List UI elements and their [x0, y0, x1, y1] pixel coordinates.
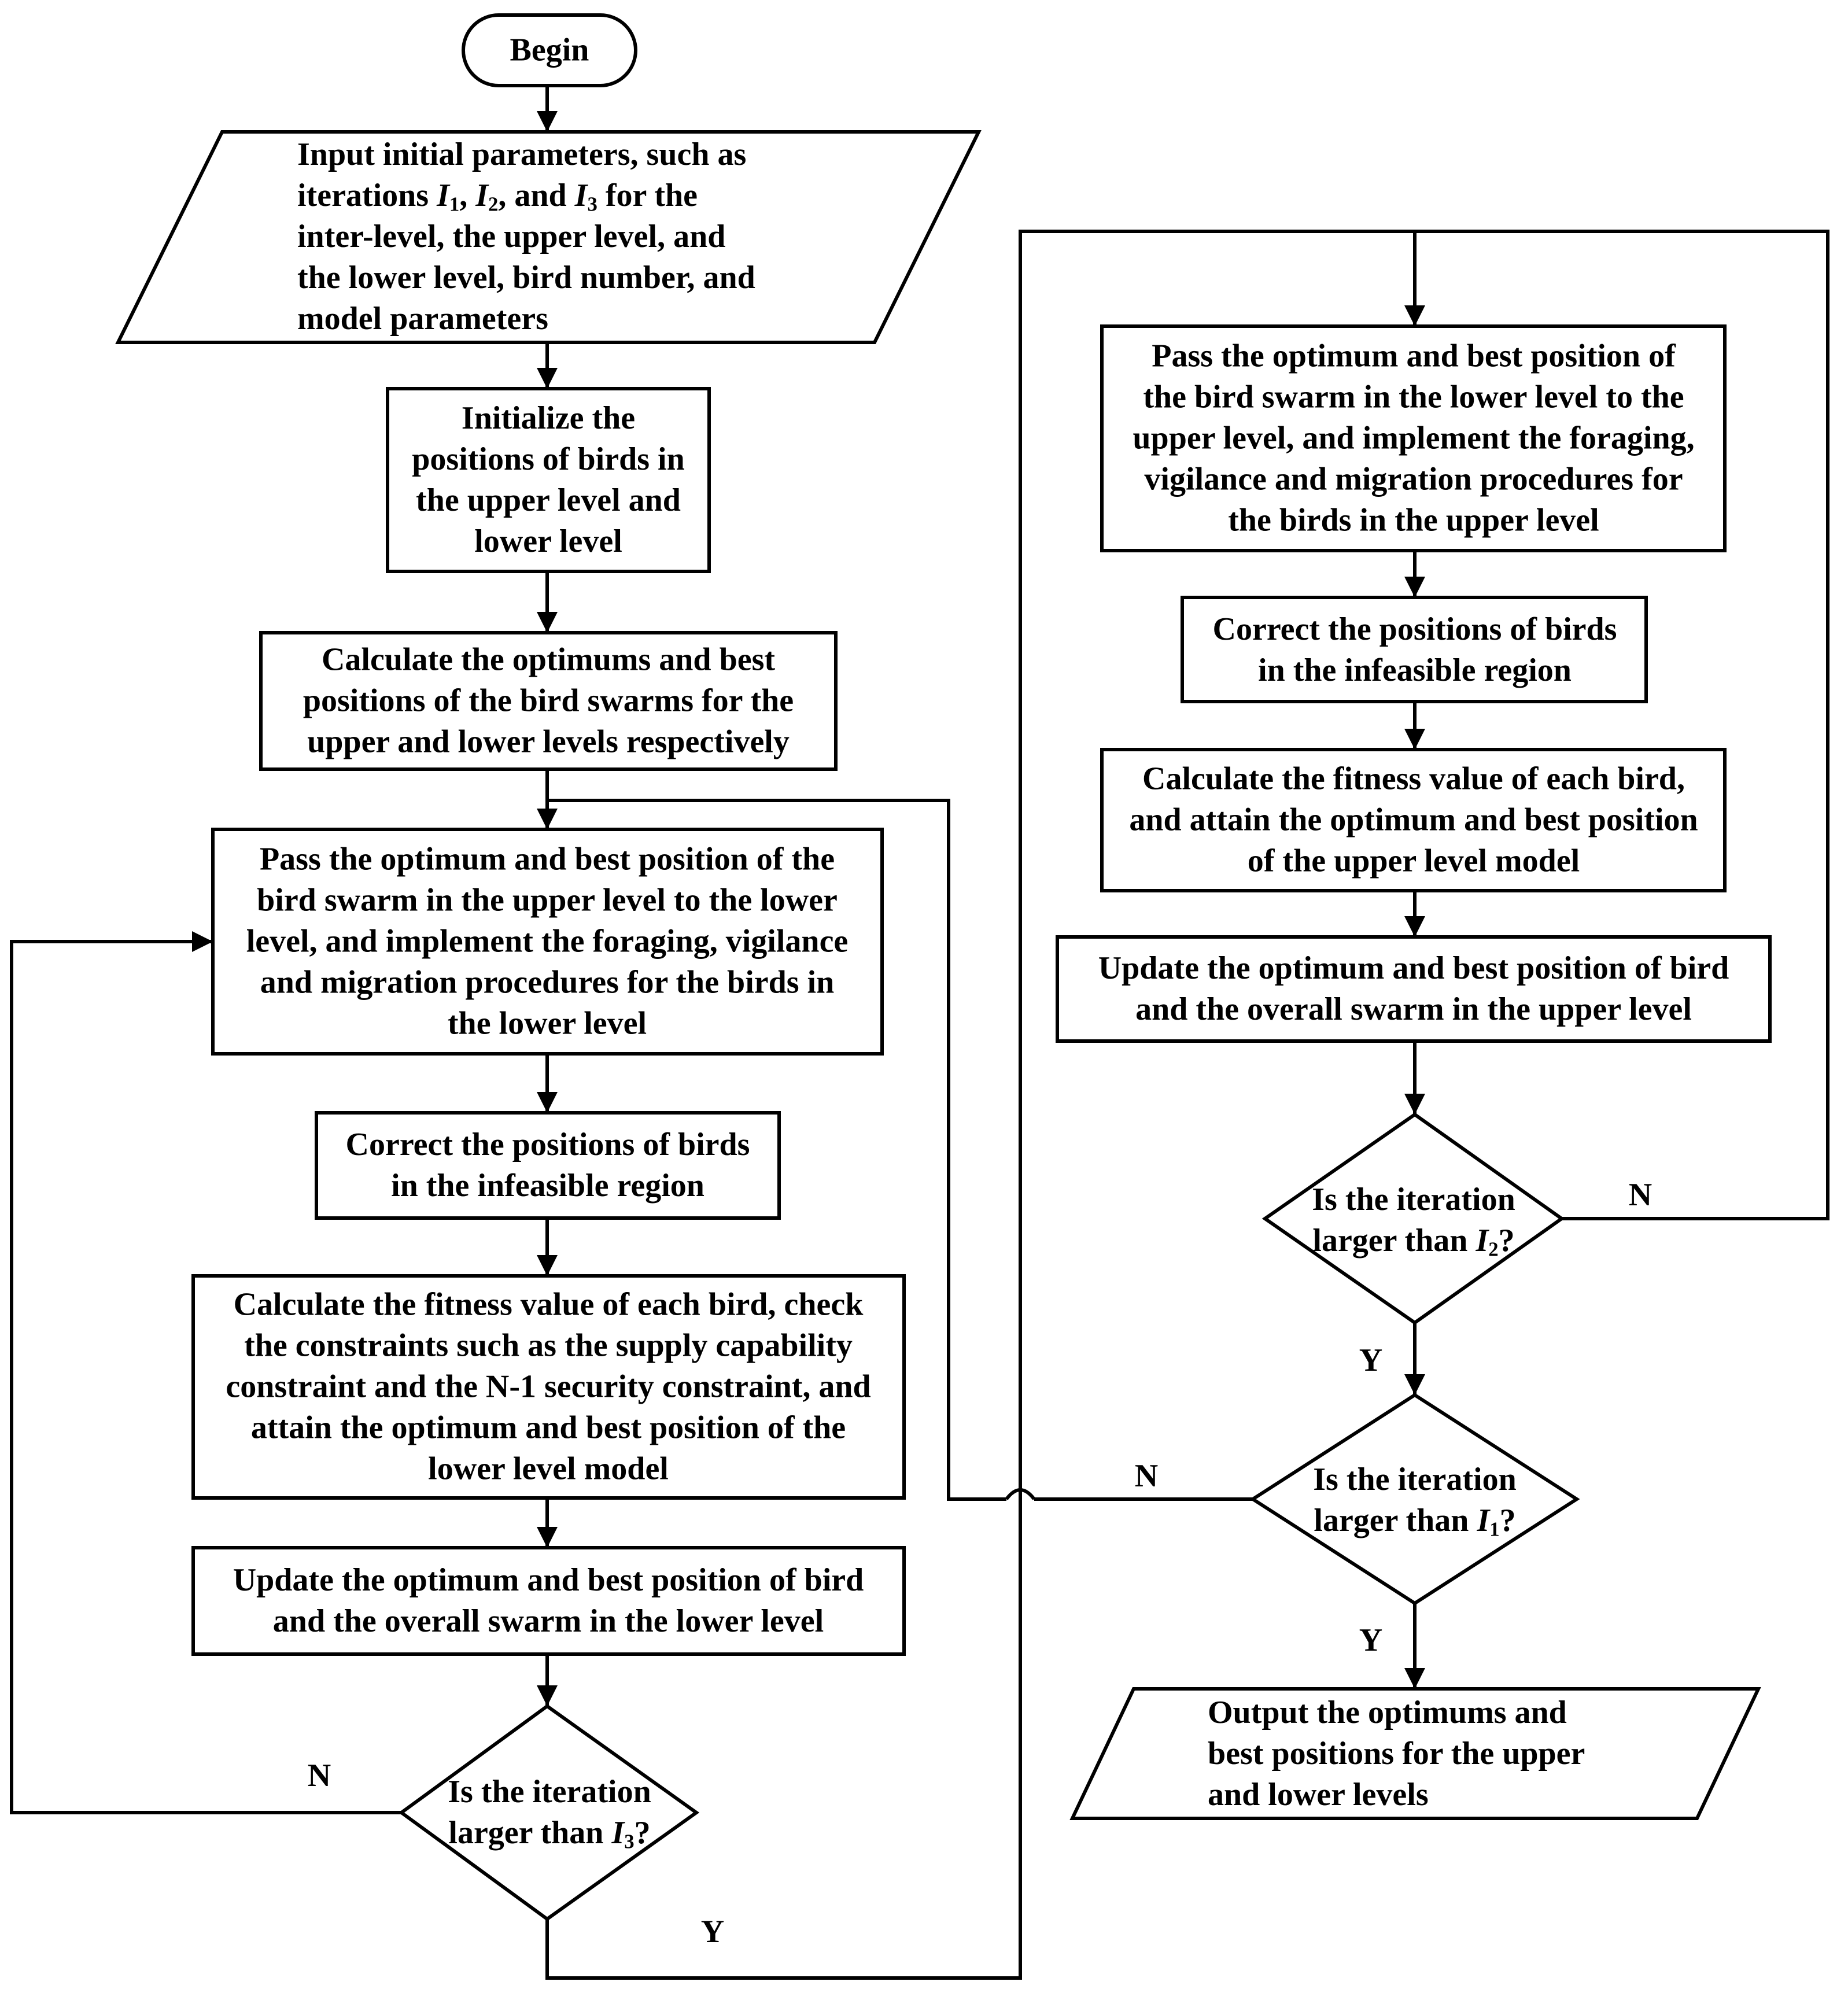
output-parallelogram: [1069, 1687, 1761, 1820]
path-i3-yes: [545, 230, 1425, 1980]
pass-lower-text: Pass the optimum and best position of th…: [246, 841, 849, 1042]
loop-i3-no: [10, 931, 401, 1814]
correct-lower-text: Correct the positions of birds in the in…: [345, 1127, 750, 1204]
decision-i1-text: Is the iteration larger than I1?: [1313, 1462, 1517, 1541]
update-upper-text: Update the optimum and best position of …: [1098, 950, 1729, 1027]
i3-no-label: N: [307, 1758, 331, 1794]
input-line-iterations: iterations I1, I2, and I3 for the: [297, 178, 698, 216]
correct-upper-text: Correct the positions of birds in the in…: [1212, 611, 1617, 688]
input-parallelogram: [115, 130, 982, 344]
loop-i1-no-return: [547, 799, 1006, 1501]
fitness-lower-text: Calculate the fitness value of each bird…: [226, 1286, 871, 1487]
begin-label: Begin: [510, 32, 589, 68]
i2-yes-label: Y: [1359, 1342, 1383, 1378]
begin-terminal: [462, 13, 637, 87]
i3-yes-label: Y: [700, 1914, 725, 1950]
input-text: Input initial parameters, such as iterat…: [297, 136, 755, 337]
fitness-upper-text: Calculate the fitness value of each bird…: [1129, 761, 1698, 879]
pass-upper-text: Pass the optimum and best position of th…: [1133, 338, 1695, 538]
loop-i2-no: [1415, 230, 1829, 1220]
i2-no-label: N: [1628, 1177, 1652, 1213]
decision-i3-text: Is the iteration larger than I3?: [448, 1774, 651, 1853]
decision-i1-line2: larger than I1?: [1314, 1503, 1516, 1541]
initialize-text: Initialize the positions of birds in the…: [412, 400, 685, 559]
update-lower-text: Update the optimum and best position of …: [233, 1562, 864, 1639]
decision-i3-line2: larger than I3?: [448, 1815, 651, 1853]
i1-yes-label: Y: [1359, 1622, 1383, 1658]
decision-i2-text: Is the iteration larger than I2?: [1312, 1182, 1515, 1261]
decision-i2-line2: larger than I2?: [1312, 1223, 1515, 1261]
line-hop: [1005, 1488, 1036, 1500]
output-text: Output the optimums and best positions f…: [1208, 1695, 1585, 1813]
calc-optimums-text: Calculate the optimums and best position…: [303, 641, 794, 760]
i1-no-label: N: [1134, 1458, 1159, 1494]
